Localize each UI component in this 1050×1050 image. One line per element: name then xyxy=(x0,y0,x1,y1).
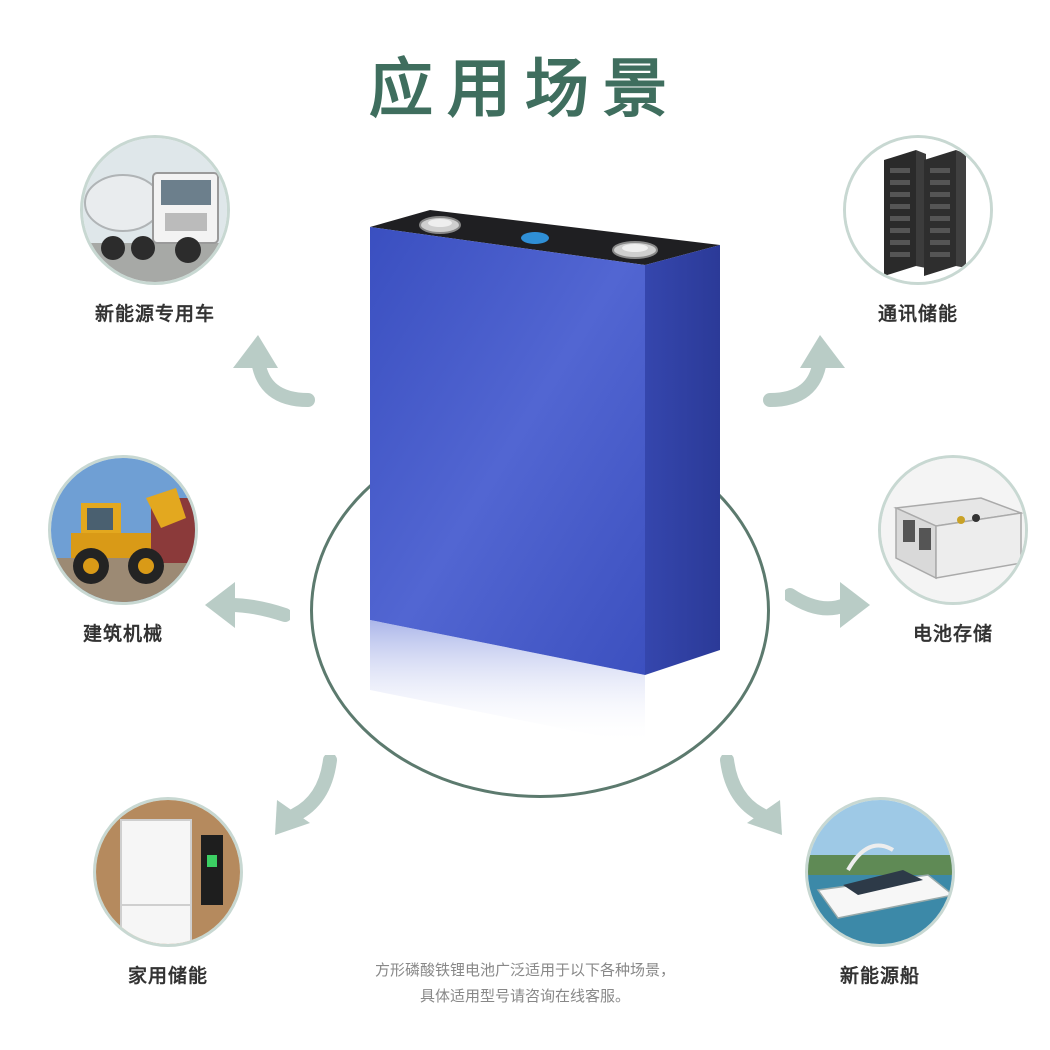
arrow-to-machinery-icon xyxy=(205,582,290,628)
machinery-image xyxy=(48,455,198,605)
scene-label: 家用储能 xyxy=(127,965,208,987)
telecom-image xyxy=(843,135,993,285)
scene-machinery: 建筑机械 xyxy=(38,455,208,646)
ship-image xyxy=(805,797,955,947)
truck-icon xyxy=(83,138,227,282)
scene-label: 电池存储 xyxy=(912,623,993,645)
caption-line-2: 具体适用型号请咨询在线客服。 xyxy=(419,987,630,1005)
home-image xyxy=(93,797,243,947)
scene-storage: 电池存储 xyxy=(868,455,1038,646)
scene-truck: 新能源专用车 xyxy=(70,135,240,326)
scene-ship: 新能源船 xyxy=(795,797,965,988)
wheel-loader-icon xyxy=(51,458,195,602)
server-rack-icon xyxy=(846,138,990,282)
arrow-to-truck-icon xyxy=(233,335,315,407)
scene-label: 建筑机械 xyxy=(82,623,163,645)
truck-image xyxy=(80,135,230,285)
caption: 方形磷酸铁锂电池广泛适用于以下各种场景， 具体适用型号请咨询在线客服。 xyxy=(290,957,760,1009)
battery-module-icon xyxy=(881,458,1025,602)
storage-image xyxy=(878,455,1028,605)
scene-label: 新能源专用车 xyxy=(94,303,215,325)
scene-label: 新能源船 xyxy=(839,965,920,987)
arrow-to-storage-icon xyxy=(785,582,870,628)
arrow-to-ship-icon xyxy=(720,755,782,835)
battery-image xyxy=(345,205,735,745)
scene-telecom: 通讯储能 xyxy=(833,135,1003,326)
home-storage-icon xyxy=(96,800,240,944)
scene-home: 家用储能 xyxy=(83,797,253,988)
battery-cell-icon xyxy=(370,210,720,745)
page-title: 应用场景 xyxy=(369,53,681,127)
yacht-icon xyxy=(808,800,952,944)
arrow-to-home-icon xyxy=(275,755,337,835)
caption-line-1: 方形磷酸铁锂电池广泛适用于以下各种场景， xyxy=(374,961,675,979)
scene-label: 通讯储能 xyxy=(877,303,958,325)
arrow-to-telecom-icon xyxy=(763,335,845,407)
